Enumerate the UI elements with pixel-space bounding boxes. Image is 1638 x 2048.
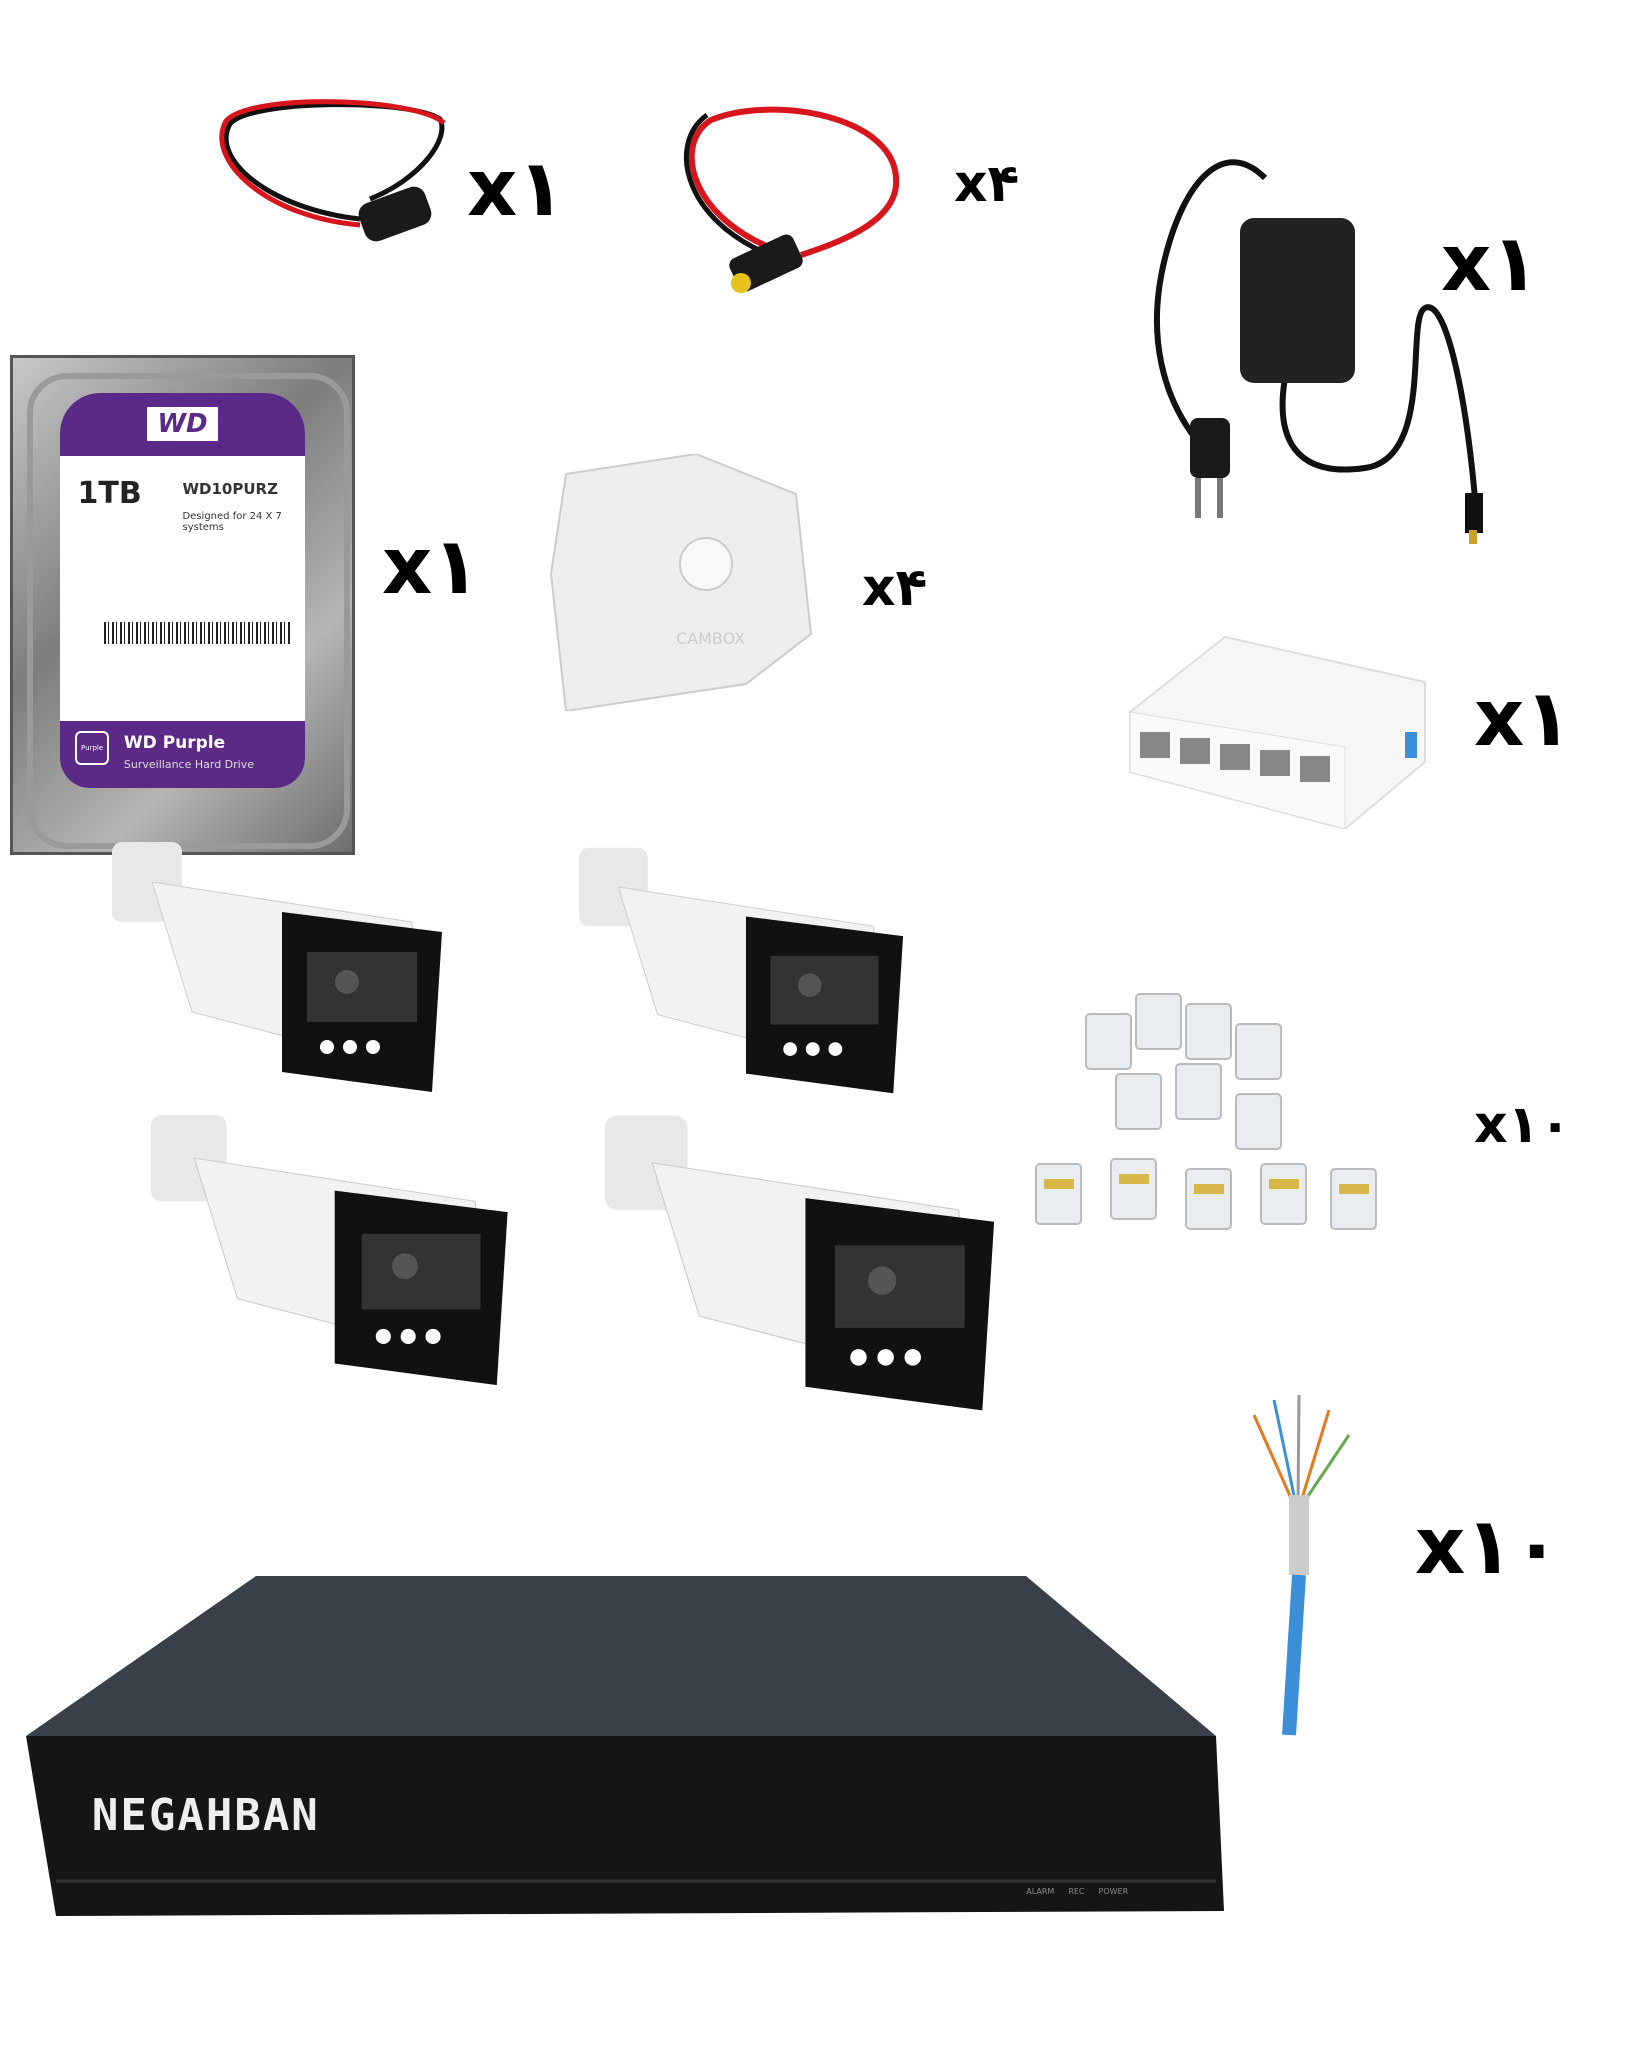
wd-logo: WD [147,407,218,442]
nvr-status-leds: ALARM REC POWER [1026,1887,1128,1896]
led-alarm: ALARM [1026,1887,1055,1897]
network-cable [1244,1395,1355,1737]
nvr-recorder: NEGAHBAN ALARM REC POWER [26,1566,1224,1921]
dc-male-cable [671,105,908,303]
led-rec: REC [1068,1887,1085,1897]
hdd-designed-for: Designed for 24 X 7 systems [182,511,282,534]
nvr-brand-logo: NEGAHBAN [91,1789,320,1841]
quantity-label: x۱ [382,522,480,612]
barcode [104,621,290,644]
dc-female-cable [210,99,447,250]
hdd-subtitle: Surveillance Hard Drive [123,757,254,771]
quantity-label: x۱ [467,144,565,234]
quantity-label: x۴ [954,154,1020,214]
junction-box: CAMBOX [546,454,816,711]
power-adapter [1105,138,1494,546]
hard-drive: WD 1TB WD10PURZ Designed for 24 X 7 syst… [10,355,355,855]
bullet-camera [151,1105,513,1395]
bullet-camera [605,1105,1000,1421]
quantity-label: x۱۰ [1474,1095,1572,1155]
quantity-label: x۱ [1441,219,1539,309]
quantity-label: x۱ [1474,674,1572,764]
quantity-label: x۴ [862,558,928,618]
network-switch [1125,632,1428,829]
bullet-camera [579,842,908,1099]
hdd-model: WD10PURZ [182,479,278,498]
rj45-connectors [1026,974,1395,1250]
cambox-logo: CAMBOX [676,629,745,648]
hdd-label: WD 1TB WD10PURZ Designed for 24 X 7 syst… [60,392,305,788]
bullet-camera [112,842,447,1092]
hdd-capacity: 1TB [77,475,142,511]
quantity-label: x۱۰ [1415,1502,1561,1592]
purple-badge: Purple [75,730,110,765]
hdd-brand: WD Purple [123,732,226,753]
led-power: POWER [1098,1887,1129,1897]
